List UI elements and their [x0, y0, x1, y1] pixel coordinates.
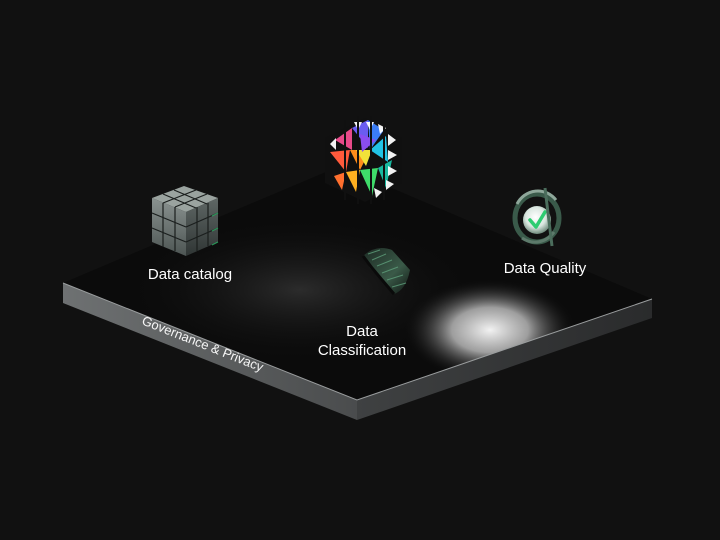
platform-left-edge [63, 283, 357, 420]
platform [62, 166, 653, 420]
data-catalog-label: Data catalog [148, 266, 232, 283]
checkmark-orb-icon [512, 187, 562, 247]
data-classification-label-line2: Classification [318, 342, 406, 359]
data-quality-label: Data Quality [504, 260, 587, 277]
cube-grid-icon [151, 186, 219, 256]
platform-rim [62, 282, 653, 401]
staircase-icon [361, 248, 410, 295]
platform-right-edge [357, 299, 652, 420]
hexagon-mosaic-icon [325, 116, 402, 204]
data-classification-label-line1: Data [346, 323, 378, 340]
